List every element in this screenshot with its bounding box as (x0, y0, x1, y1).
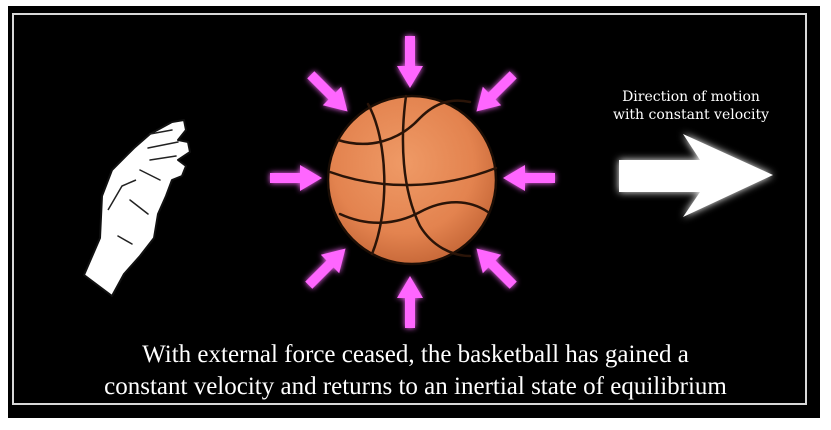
force-arrow-bottom (397, 276, 423, 328)
basketball-icon (328, 96, 496, 264)
force-arrow-top (397, 36, 423, 88)
motion-label-line2: with constant velocity (596, 106, 786, 124)
hand-icon (84, 120, 190, 296)
force-arrow-left (270, 165, 322, 191)
motion-label-line1: Direction of motion (596, 88, 786, 106)
motion-arrow-icon (619, 134, 773, 217)
force-arrow-bottom-left (300, 239, 355, 294)
caption-line1: With external force ceased, the basketba… (14, 340, 817, 370)
force-arrow-top-right (467, 66, 522, 121)
force-arrow-bottom-right (467, 239, 522, 294)
force-arrow-right (503, 165, 555, 191)
force-arrow-top-left (302, 66, 357, 121)
caption-line2: constant velocity and returns to an iner… (14, 372, 817, 402)
